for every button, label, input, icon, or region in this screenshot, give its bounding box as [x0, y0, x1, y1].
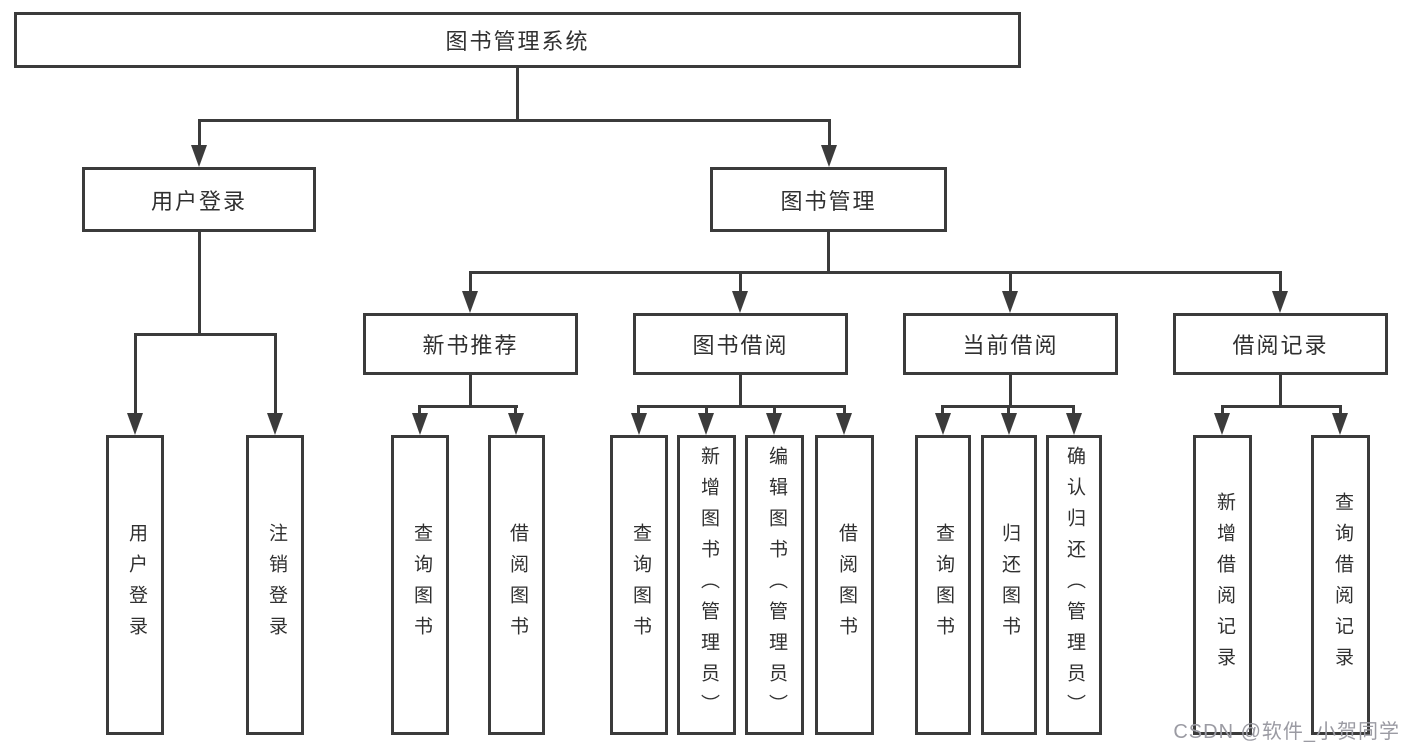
arrow-down-icon [935, 413, 951, 435]
arrow-down-icon [1214, 413, 1230, 435]
connector-line [1339, 405, 1342, 415]
leaf-add-borrow-record: 新增借阅记录 [1193, 435, 1252, 735]
connector-line [1072, 405, 1075, 415]
connector-line [1007, 405, 1010, 415]
connector-line [773, 405, 776, 415]
arrow-down-icon [412, 413, 428, 435]
arrow-down-icon [1001, 413, 1017, 435]
connector-line [516, 66, 519, 121]
leaf-query-books-current: 查询图书 [915, 435, 971, 735]
node-new-book-recommendation: 新书推荐 [363, 313, 578, 375]
connector-line [198, 119, 201, 147]
connector-line [705, 405, 708, 415]
connector-line [469, 271, 1282, 274]
connector-line [134, 333, 276, 336]
connector-line [134, 333, 137, 415]
leaf-confirm-return-admin: 确认归还（管理员） [1046, 435, 1102, 735]
arrow-down-icon [127, 413, 143, 435]
node-borrowing-records: 借阅记录 [1173, 313, 1388, 375]
arrow-down-icon [1272, 291, 1288, 313]
leaf-borrow-books-recommend: 借阅图书 [488, 435, 545, 735]
connector-line [1279, 271, 1282, 293]
connector-line [198, 230, 201, 335]
connector-line [469, 373, 472, 407]
node-user-login: 用户登录 [82, 167, 316, 232]
connector-line [1009, 373, 1012, 407]
leaf-query-books-borrowing: 查询图书 [610, 435, 668, 735]
connector-line [514, 405, 517, 415]
connector-line [274, 333, 277, 415]
connector-line [1221, 405, 1342, 408]
leaf-add-books-admin: 新增图书（管理员） [677, 435, 736, 735]
connector-line [418, 405, 421, 415]
connector-line [637, 405, 640, 415]
connector-line [941, 405, 944, 415]
leaf-query-borrow-record: 查询借阅记录 [1311, 435, 1370, 735]
arrow-down-icon [698, 413, 714, 435]
connector-line [739, 271, 742, 293]
leaf-edit-books-admin: 编辑图书（管理员） [745, 435, 804, 735]
arrow-down-icon [836, 413, 852, 435]
leaf-return-books: 归还图书 [981, 435, 1037, 735]
node-current-borrowing: 当前借阅 [903, 313, 1118, 375]
node-library-system: 图书管理系统 [14, 12, 1021, 68]
arrow-down-icon [732, 291, 748, 313]
connector-line [843, 405, 846, 415]
arrow-down-icon [508, 413, 524, 435]
connector-line [469, 271, 472, 293]
connector-line [637, 405, 846, 408]
connector-line [1009, 271, 1012, 293]
connector-line [418, 405, 518, 408]
node-book-management: 图书管理 [710, 167, 947, 232]
leaf-user-login: 用户登录 [106, 435, 164, 735]
arrow-down-icon [1332, 413, 1348, 435]
leaf-borrow-books-borrowing: 借阅图书 [815, 435, 874, 735]
connector-line [198, 119, 831, 122]
leaf-logout: 注销登录 [246, 435, 304, 735]
arrow-down-icon [631, 413, 647, 435]
csdn-watermark: CSDN @软件_小贺同学 [1173, 721, 1400, 743]
arrow-down-icon [766, 413, 782, 435]
connector-line [1279, 373, 1282, 407]
arrow-down-icon [191, 145, 207, 167]
connector-line [1221, 405, 1224, 415]
connector-line [739, 373, 742, 407]
connector-line [827, 230, 830, 273]
arrow-down-icon [1002, 291, 1018, 313]
arrow-down-icon [462, 291, 478, 313]
arrow-down-icon [1066, 413, 1082, 435]
arrow-down-icon [821, 145, 837, 167]
connector-line [828, 119, 831, 147]
node-book-borrowing: 图书借阅 [633, 313, 848, 375]
arrow-down-icon [267, 413, 283, 435]
leaf-query-books-recommend: 查询图书 [391, 435, 449, 735]
